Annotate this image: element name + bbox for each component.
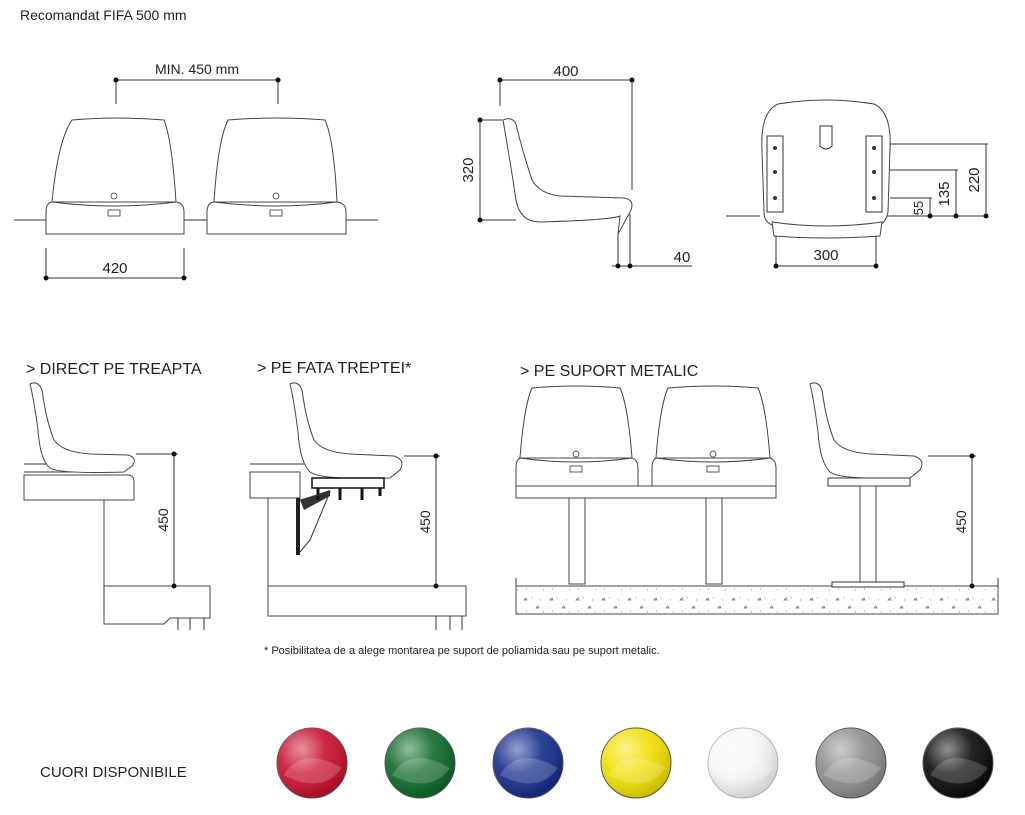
direct-height-label: 450 (155, 508, 171, 532)
hole-220-label: 220 (966, 167, 983, 192)
fifa-recommendation: Recomandat FIFA 500 mm (20, 7, 187, 23)
mounting-direct-drawing: 450 (23, 382, 211, 630)
color-swatch-grey[interactable] (815, 727, 887, 799)
color-swatch-white[interactable] (707, 727, 779, 799)
hole-135-label: 135 (936, 181, 953, 206)
dim-rear-width: 300 (773, 236, 879, 269)
dim-seat-width: 420 (43, 248, 187, 281)
dim-min-spacing: MIN. 450 mm (113, 61, 281, 104)
color-swatch-red[interactable] (276, 727, 348, 799)
mounting-front-drawing: 450 (249, 382, 467, 630)
mounting-metal-title: > PE SUPORT METALIC (520, 363, 698, 380)
seat-width-label: 420 (102, 260, 127, 277)
min-spacing-label: MIN. 450 mm (155, 61, 239, 77)
color-swatch-green[interactable] (384, 727, 456, 799)
dim-lip: 40 (612, 214, 692, 269)
side-view-seat (502, 118, 633, 235)
color-swatch-yellow[interactable] (600, 727, 672, 799)
color-swatch-blue[interactable] (492, 727, 564, 799)
rear-view-seat (726, 99, 986, 239)
height-label: 320 (460, 157, 477, 182)
color-swatches (276, 727, 994, 799)
mounting-direct-title: > DIRECT PE TREAPTA (26, 361, 202, 378)
dim-depth: 400 (497, 63, 635, 190)
rear-width-label: 300 (813, 247, 838, 264)
lip-label: 40 (674, 249, 691, 266)
dim-holes: 55 135 220 (890, 143, 989, 219)
front-view-two-seats (14, 117, 378, 235)
hole-55-label: 55 (911, 201, 926, 215)
front-height-label: 450 (417, 510, 433, 534)
dim-height: 320 (460, 117, 516, 223)
mounting-footnote: * Posibilitatea de a alege montarea pe s… (264, 645, 660, 657)
metal-height-label: 450 (953, 510, 969, 534)
mounting-metal-drawing: 450 (515, 382, 999, 615)
mounting-front-title: > PE FATA TREPTEI* (257, 360, 411, 377)
depth-label: 400 (553, 63, 578, 80)
color-swatch-black[interactable] (922, 727, 994, 799)
available-colors-label: CUORI DISPONIBILE (40, 764, 187, 781)
